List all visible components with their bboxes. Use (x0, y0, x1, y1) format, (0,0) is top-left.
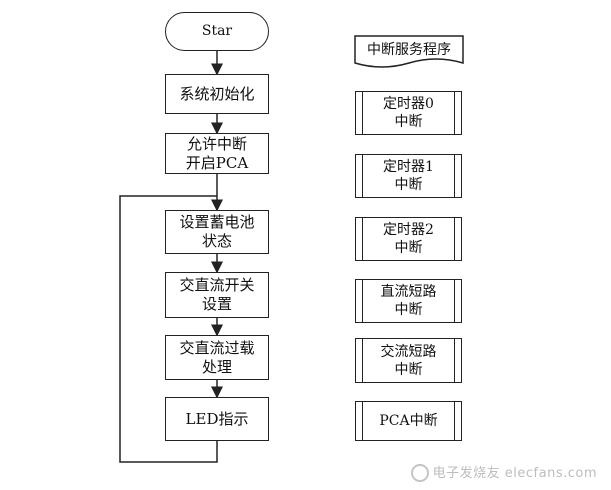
isr-timer0: 定时器0 中断 (355, 91, 462, 135)
watermark-text: 电子发烧友 elecfans.com (432, 465, 597, 481)
loop-back-arrow (119, 195, 218, 463)
step-overload: 交直流过载 处理 (165, 335, 269, 380)
step-battery-status: 设置蓄电池 状态 (165, 210, 269, 254)
start-terminal: Star (165, 12, 269, 51)
isr-title-wave-shape (354, 35, 464, 68)
isr-title: 中断服务程序 (367, 42, 451, 58)
step-enable-interrupt: 允许中断 开启PCA (165, 133, 269, 174)
watermark: 电子发烧友 elecfans.com (410, 462, 597, 482)
step-led: LED指示 (165, 397, 269, 441)
step-system-init: 系统初始化 (165, 74, 269, 114)
isr-timer2: 定时器2 中断 (355, 217, 462, 261)
isr-pca: PCA中断 (355, 401, 462, 441)
elecfans-logo-icon (410, 464, 429, 482)
isr-ac-short: 交流短路 中断 (355, 338, 462, 383)
step-acdc-switch: 交直流开关 设置 (165, 272, 269, 318)
isr-dc-short: 直流短路 中断 (355, 279, 462, 323)
isr-timer1: 定时器1 中断 (355, 154, 462, 198)
